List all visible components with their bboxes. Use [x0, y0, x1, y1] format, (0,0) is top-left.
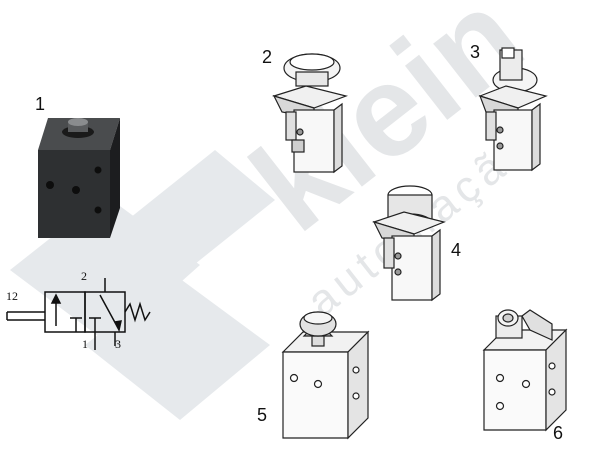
selector-switch-valve-icon	[478, 47, 548, 172]
knob-block-valve-icon	[281, 311, 370, 440]
item-number-5: 5	[257, 405, 268, 425]
block-valve-icon	[38, 118, 120, 238]
port-pilot-label: 12	[6, 289, 18, 303]
port-exhaust-label: 3	[115, 337, 121, 351]
port-out-label: 2	[81, 269, 87, 283]
item-number-4: 4	[451, 240, 462, 260]
item-number-3: 3	[470, 42, 481, 62]
item-number-2: 2	[262, 47, 273, 67]
valve-symbol-icon	[6, 278, 151, 350]
port-in-label: 1	[82, 337, 88, 351]
item-number-6: 6	[553, 423, 564, 443]
roller-lever-valve-icon	[482, 309, 568, 432]
item-number-1: 1	[35, 94, 46, 114]
flush-button-valve-icon	[372, 185, 446, 302]
mushroom-button-valve-icon	[271, 53, 349, 174]
